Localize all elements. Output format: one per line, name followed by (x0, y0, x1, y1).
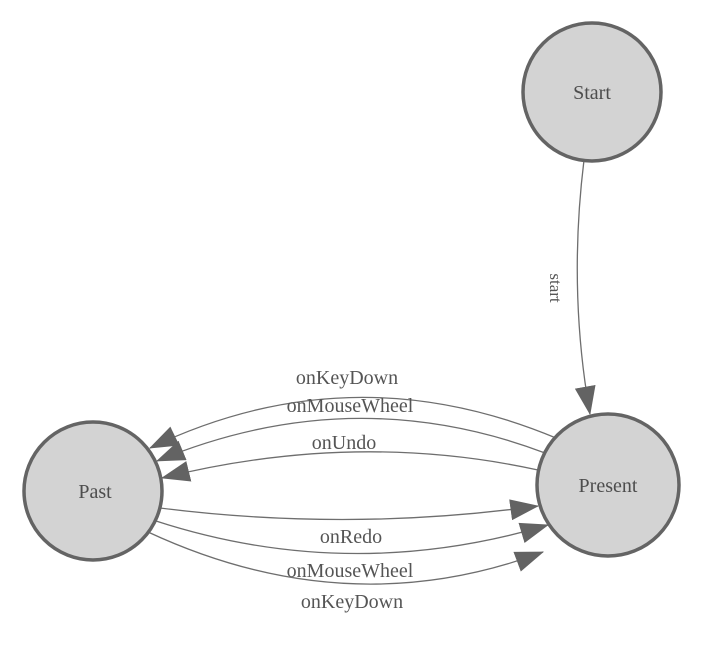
state-node-present-label: Present (579, 475, 638, 497)
edge-past-to-present-onredo (159, 499, 540, 521)
edge-label-onkeydown-top: onKeyDown (296, 367, 398, 389)
edge-label-onredo: onRedo (320, 526, 382, 548)
edge-present-to-past-onmousewheel (155, 417, 546, 462)
state-node-past-circle[interactable] (22, 420, 164, 562)
edge-label-start: start (546, 273, 565, 303)
edge-group: start onKeyDown onMouseWheel onUndo onRe… (147, 159, 596, 613)
edge-label-onkeydown-bottom: onKeyDown (301, 591, 403, 613)
state-node-start-circle[interactable] (521, 21, 663, 163)
state-node-start[interactable]: Start (521, 21, 663, 163)
state-node-past[interactable]: Past (22, 420, 164, 562)
state-node-present-circle[interactable] (535, 412, 681, 558)
edge-label-onmousewheel-bottom: onMouseWheel (287, 560, 414, 582)
edge-present-to-past-onkeydown (149, 396, 557, 449)
edge-present-to-past-onundo (160, 451, 539, 482)
state-node-start-label: Start (573, 82, 611, 104)
state-node-past-label: Past (78, 481, 112, 503)
edge-label-onmousewheel-top: onMouseWheel (287, 395, 414, 417)
edge-start-to-present (574, 159, 596, 416)
edge-past-to-present-onkeydown (147, 531, 545, 585)
state-node-present[interactable]: Present (535, 412, 681, 558)
edge-past-to-present-onmousewheel (155, 520, 550, 555)
edge-label-onundo: onUndo (312, 432, 376, 454)
